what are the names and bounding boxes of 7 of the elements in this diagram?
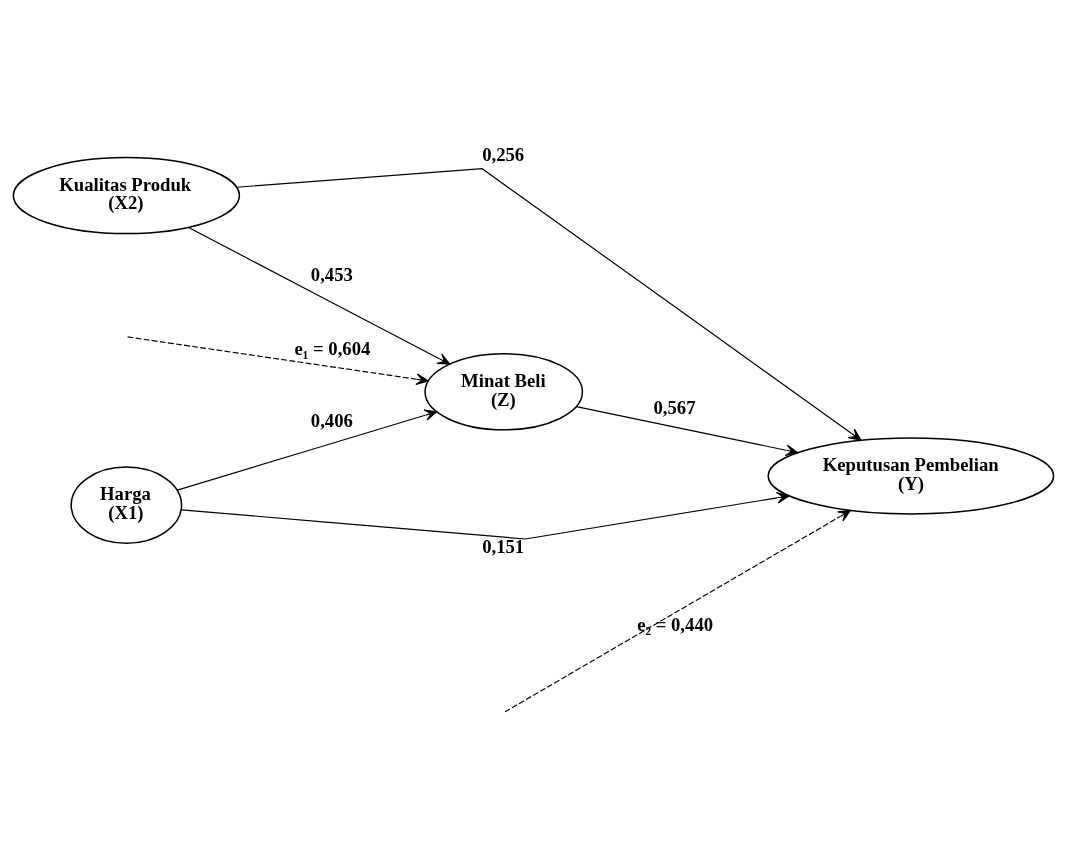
edge-label: e₂ = 0,440: [637, 613, 714, 635]
edge-label: 0,151: [482, 535, 525, 557]
edge-label: 0,453: [310, 263, 353, 285]
edge-label: e₁ = 0,604: [294, 337, 371, 359]
edge-label: 0,256: [482, 143, 525, 165]
edge-label: 0,406: [310, 409, 353, 431]
edge-label: 0,567: [653, 396, 696, 418]
